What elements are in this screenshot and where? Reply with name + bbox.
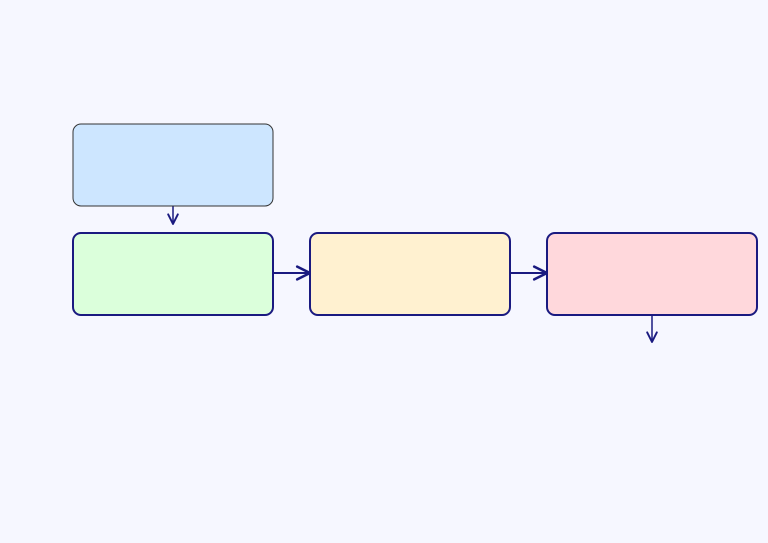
process-node-1[interactable] bbox=[72, 123, 274, 207]
process-node-4[interactable] bbox=[546, 232, 758, 316]
process-node-3[interactable] bbox=[309, 232, 511, 316]
process-node-2[interactable] bbox=[72, 232, 274, 316]
